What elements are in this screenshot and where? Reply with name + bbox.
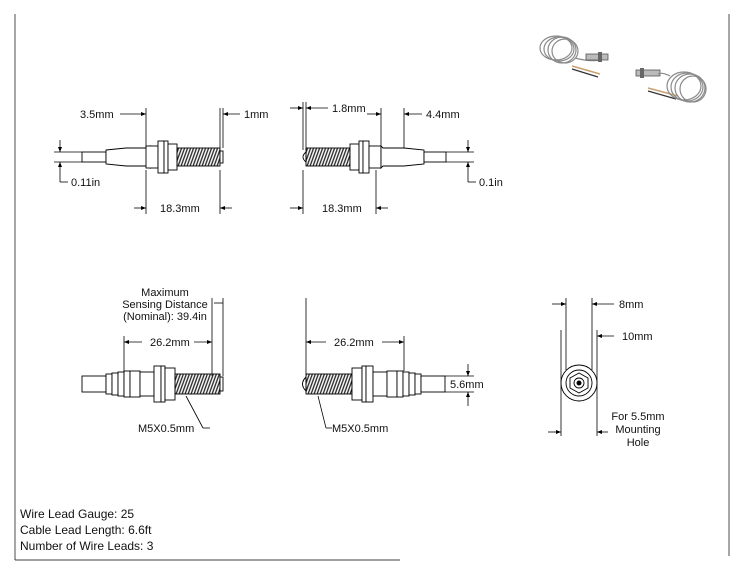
- sensor-taper: [105, 144, 151, 170]
- lens-center: [576, 380, 582, 386]
- mounting-note: Hole: [627, 437, 650, 449]
- cable-end: [420, 375, 446, 393]
- dim-label: 18.3mm: [322, 203, 362, 215]
- spec-wire-gauge: Wire Lead Gauge: 25: [20, 507, 135, 521]
- dims-bottom-left: Maximum Sensing Distance (Nominal): 39.4…: [122, 287, 224, 435]
- sensor-bottom-middle: [302, 365, 446, 403]
- sensor-face: [219, 376, 224, 392]
- sensor-bottom-left: [81, 365, 224, 403]
- nut-2: [167, 143, 178, 171]
- sensor-top-right: [302, 140, 447, 174]
- thread-label: M5X0.5mm: [138, 423, 194, 435]
- strain-relief: [386, 370, 422, 398]
- dim-label: 1mm: [244, 109, 268, 121]
- sensor-taper: [380, 144, 425, 170]
- mounting-note: For 5.5mm: [611, 411, 664, 423]
- dim-label: 26.2mm: [334, 337, 374, 349]
- nut-1: [153, 365, 162, 403]
- sensor-tip: [81, 151, 107, 163]
- spec-wire-leads: Number of Wire Leads: 3: [20, 539, 154, 553]
- cable-end: [423, 151, 447, 163]
- sensor-collar: [145, 145, 159, 169]
- threaded-body: [174, 373, 221, 395]
- sensing-distance-label: (Nominal): 39.4in: [123, 311, 207, 323]
- threaded-body: [305, 147, 351, 167]
- thread-label: M5X0.5mm: [332, 423, 388, 435]
- dim-label: 5.6mm: [450, 379, 484, 391]
- dim-label: 8mm: [619, 299, 643, 311]
- sensor-top-left: [81, 140, 224, 174]
- threaded-body: [305, 373, 353, 395]
- dim-label: 3.5mm: [80, 109, 114, 121]
- dim-label: 18.3mm: [160, 203, 200, 215]
- sensor-collar: [368, 145, 382, 169]
- nut-1: [349, 143, 360, 171]
- dims-top-right: 1.8mm 4.4mm 0.1in 18.3mm: [290, 102, 503, 215]
- sensor-photo-left: [571, 52, 609, 78]
- dim-label: 0.11in: [71, 177, 100, 189]
- cable-end: [81, 375, 107, 393]
- dim-label: 10mm: [622, 331, 653, 343]
- dims-bottom-middle: 26.2mm 5.6mm M5X0.5mm: [305, 298, 484, 435]
- sensing-distance-label: Sensing Distance: [122, 299, 208, 311]
- sensing-distance-label: Maximum: [141, 287, 189, 299]
- nut-2: [164, 367, 176, 401]
- mounting-note: Mounting: [615, 424, 660, 436]
- lens-dome: [302, 375, 307, 393]
- strain-relief: [105, 370, 141, 398]
- nut-2: [365, 365, 374, 403]
- washer-1: [361, 365, 367, 403]
- cable-coil-right: [657, 71, 707, 103]
- washer-1: [160, 365, 166, 403]
- cable-coil-left: [539, 35, 601, 64]
- sensor-face: [219, 150, 224, 164]
- nut-1: [351, 367, 363, 401]
- washer-1: [358, 140, 364, 174]
- nut-2: [362, 140, 370, 174]
- threaded-body: [176, 147, 221, 167]
- dim-label: 26.2mm: [150, 337, 190, 349]
- dims-top-left: 3.5mm 1mm 0.11in 18.3mm: [54, 108, 268, 215]
- dim-label: 4.4mm: [426, 109, 460, 121]
- dim-label: 1.8mm: [332, 103, 366, 115]
- washer-1: [163, 140, 169, 174]
- lens-dome: [302, 151, 307, 163]
- product-photo: [539, 35, 707, 103]
- dim-label: 0.1in: [479, 177, 503, 189]
- dims-end-view: 8mm 10mm For 5.5mm Mounting Hole: [548, 298, 665, 449]
- sensor-collar: [372, 371, 388, 397]
- nut-1: [157, 140, 165, 174]
- sheet-border: [14, 14, 730, 561]
- spec-cable-length: Cable Lead Length: 6.6ft: [20, 523, 152, 537]
- sensor-collar: [139, 371, 155, 397]
- sensor-end-view: [560, 364, 598, 402]
